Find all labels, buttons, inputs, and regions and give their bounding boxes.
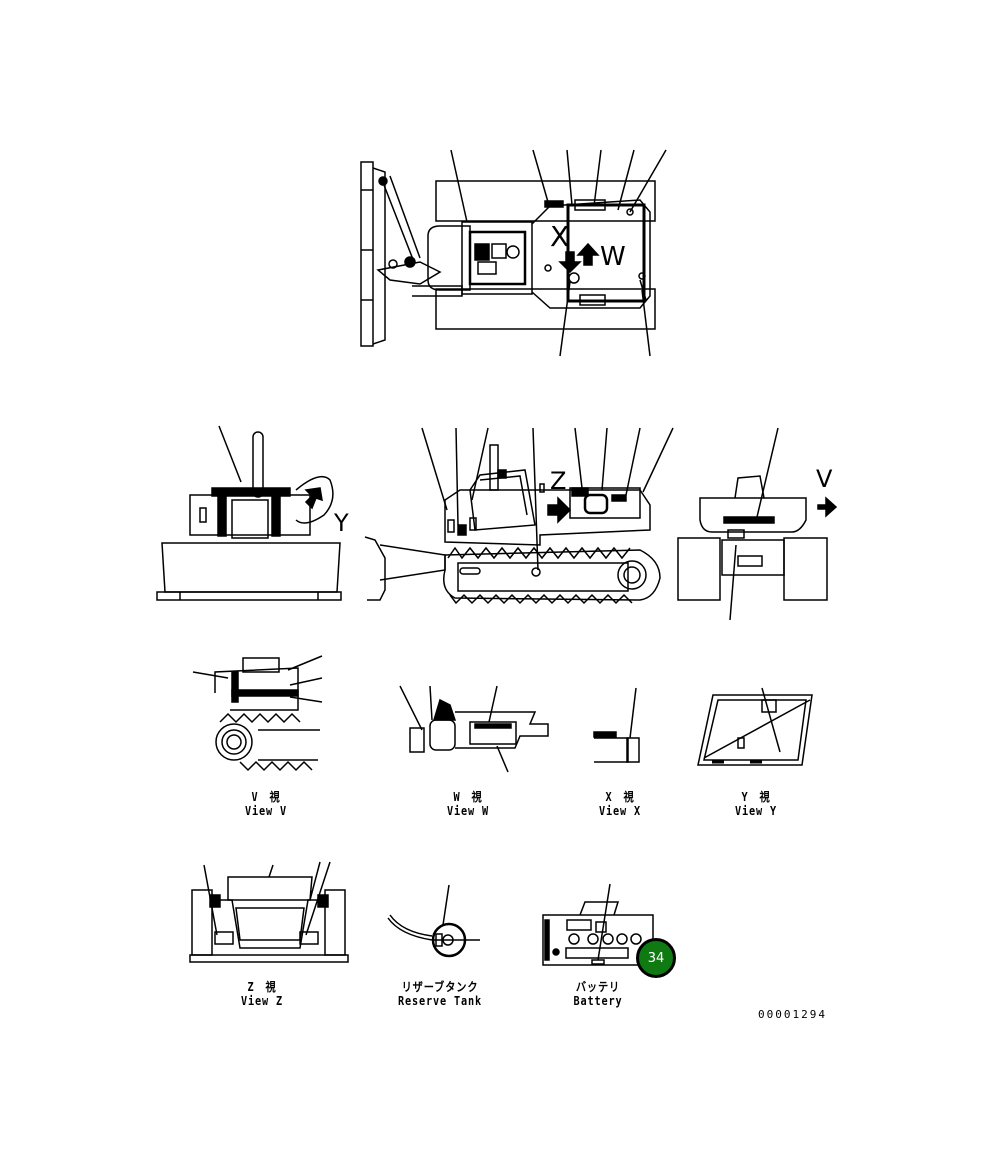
view-letter-y: Y bbox=[334, 509, 349, 537]
caption-view-z: Z 視 View Z bbox=[220, 980, 305, 1008]
caption-en: View W bbox=[447, 804, 489, 818]
front-view bbox=[156, 425, 342, 601]
caption-jp: リザーブタンク bbox=[401, 980, 479, 994]
view-letter-x: X bbox=[550, 220, 570, 253]
view-y bbox=[697, 687, 813, 766]
caption-jp: W 視 bbox=[453, 790, 483, 804]
top-view bbox=[360, 149, 667, 357]
caption-en: View Z bbox=[241, 994, 283, 1008]
reserve-tank bbox=[387, 884, 480, 958]
caption-jp: Y 視 bbox=[741, 790, 771, 804]
caption-jp: バッテリ bbox=[575, 980, 621, 994]
view-z bbox=[189, 861, 349, 963]
view-w bbox=[399, 685, 549, 773]
page-number-badge[interactable]: 34 bbox=[636, 938, 676, 978]
view-letter-v: V bbox=[816, 465, 833, 493]
view-letter-z: Z bbox=[550, 467, 567, 495]
caption-view-x: X 視 View X bbox=[578, 790, 663, 818]
caption-view-w: W 視 View W bbox=[426, 790, 511, 818]
caption-en: View V bbox=[245, 804, 287, 818]
caption-battery: バッテリ Battery bbox=[556, 980, 641, 1008]
caption-view-y: Y 視 View Y bbox=[714, 790, 799, 818]
caption-en: View X bbox=[599, 804, 641, 818]
caption-view-v: V 視 View V bbox=[224, 790, 309, 818]
caption-en: Reserve Tank bbox=[398, 994, 482, 1008]
caption-jp: V 視 bbox=[251, 790, 281, 804]
part-number: 00001294 bbox=[758, 1008, 827, 1021]
caption-en: Battery bbox=[573, 994, 623, 1008]
view-v bbox=[192, 655, 323, 772]
caption-jp: Z 視 bbox=[247, 980, 277, 994]
caption-en: View Y bbox=[735, 804, 777, 818]
side-view bbox=[364, 427, 674, 605]
caption-reserve-tank: リザーブタンク Reserve Tank bbox=[389, 980, 491, 1008]
caption-jp: X 視 bbox=[605, 790, 635, 804]
battery bbox=[542, 883, 654, 966]
view-letter-w: W bbox=[600, 242, 626, 272]
rear-view bbox=[677, 427, 838, 621]
view-x bbox=[593, 687, 640, 763]
